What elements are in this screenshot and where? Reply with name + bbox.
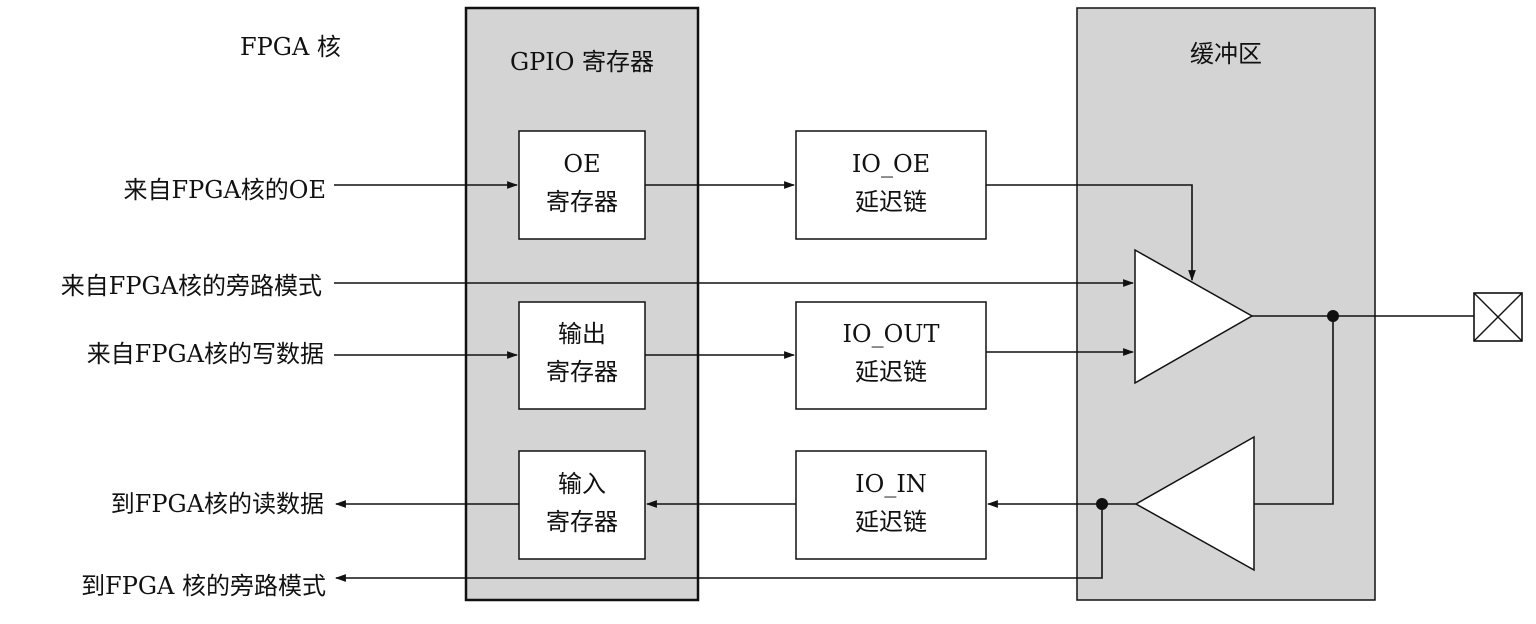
oe-register-box: [518, 130, 646, 240]
gpio-register-title: GPIO 寄存器: [510, 48, 654, 76]
io-out-delay-label-1: IO_OUT: [842, 320, 939, 348]
wire-oe-to-buffer-enable: [986, 184, 1196, 282]
io-in-delay-label-1: IO_IN: [855, 470, 927, 498]
io-oe-delay-box: [795, 130, 987, 240]
io-oe-delay-label-1: IO_OE: [852, 150, 930, 178]
signal-read-data-out: 到FPGA核的读数据: [111, 490, 324, 518]
io-pad-cross-b: [1473, 292, 1523, 342]
fpga-core-title: FPGA 核: [240, 33, 341, 61]
signal-write-data-in: 来自FPGA核的写数据: [87, 340, 324, 368]
input-register-label-2: 寄存器: [546, 508, 618, 536]
oe-register-label-1: OE: [563, 150, 600, 178]
output-buffer-triangle: [1134, 248, 1254, 385]
output-register-box: [518, 301, 646, 410]
signal-bypass-in: 来自FPGA核的旁路模式: [61, 272, 322, 300]
signal-oe-in: 来自FPGA核的OE: [124, 176, 327, 204]
wire-bypass-out: [334, 504, 1103, 582]
input-register-label-1: 输入: [558, 470, 606, 498]
signal-bypass-out: 到FPGA 核的旁路模式: [81, 572, 326, 600]
wire-pad-to-input-buffer: [1254, 316, 1334, 505]
io-in-delay-label-2: 延迟链: [855, 508, 927, 536]
io-out-delay-label-2: 延迟链: [855, 358, 927, 386]
io-oe-delay-label-2: 延迟链: [855, 188, 927, 216]
io-out-delay-box: [795, 301, 987, 410]
oe-register-label-2: 寄存器: [546, 188, 618, 216]
junction-pad-node: [1327, 310, 1339, 322]
input-register-box: [518, 450, 646, 560]
buffer-title: 缓冲区: [1190, 40, 1262, 68]
output-register-label-2: 寄存器: [546, 358, 618, 386]
io-in-delay-box: [795, 450, 987, 560]
output-register-label-1: 输出: [558, 320, 606, 348]
